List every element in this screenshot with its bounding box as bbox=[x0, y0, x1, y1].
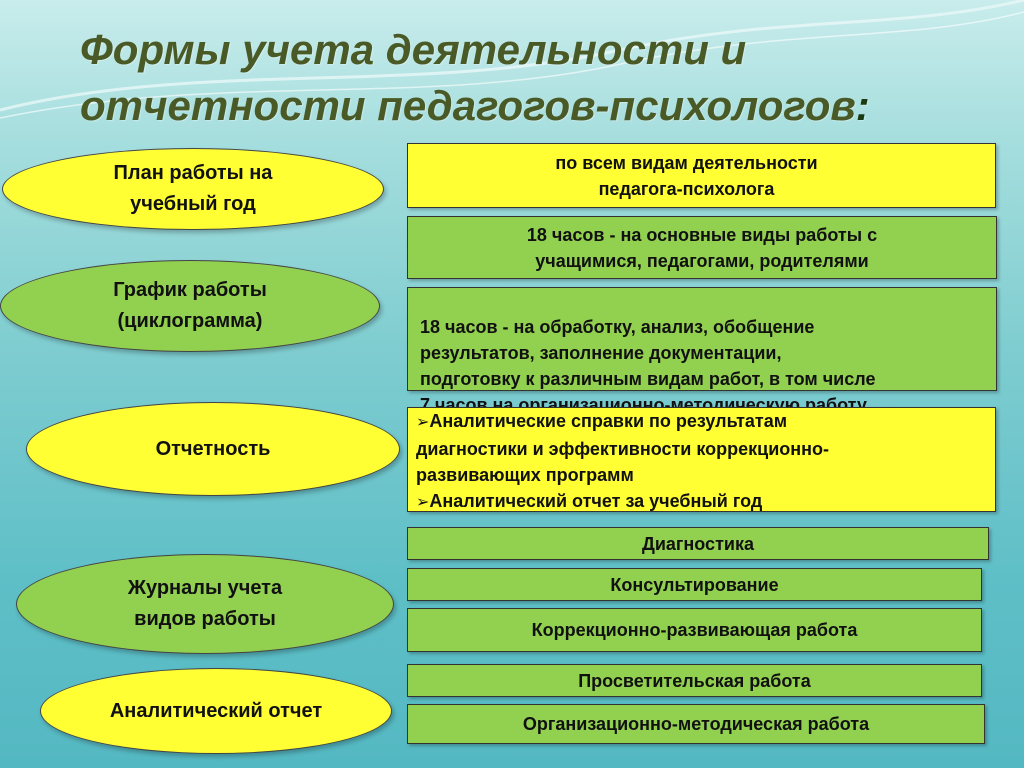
oval-analytical-report: Аналитический отчет bbox=[40, 668, 392, 754]
box-journal-correction-text: Коррекционно-развивающая работа bbox=[531, 620, 858, 640]
box-plan-description-text: по всем видам деятельности педагога-псих… bbox=[555, 152, 818, 199]
oval-plan-label: План работы на учебный год bbox=[113, 162, 273, 215]
box-reports: ➢Аналитические справки по результатам ди… bbox=[407, 407, 996, 512]
oval-reporting-label: Отчетность bbox=[155, 437, 271, 460]
oval-schedule-label: График работы (циклограмма) bbox=[113, 279, 267, 332]
box-journal-diagnostics: Диагностика bbox=[407, 527, 989, 560]
box-plan-description: по всем видам деятельности педагога-псих… bbox=[407, 143, 996, 208]
oval-analytical-report-label: Аналитический отчет bbox=[109, 699, 323, 722]
oval-reporting: Отчетность bbox=[26, 402, 400, 496]
box-hours-processing-text: 18 часов - на обработку, анализ, обобщен… bbox=[420, 317, 876, 415]
oval-schedule: График работы (циклограмма) bbox=[0, 260, 380, 352]
oval-journals-label: Журналы учета видов работы bbox=[127, 577, 283, 630]
box-journal-methodical-text: Организационно-методическая работа bbox=[522, 714, 870, 734]
list-item: ➢Аналитические справки по результатам ди… bbox=[416, 408, 995, 488]
reports-list: ➢Аналитические справки по результатам ди… bbox=[416, 408, 995, 516]
title-colon: : bbox=[855, 82, 870, 129]
arrow-bullet-icon: ➢ bbox=[416, 494, 430, 511]
list-item: ➢Аналитический отчет за учебный год bbox=[416, 488, 995, 516]
box-journal-correction: Коррекционно-развивающая работа bbox=[407, 608, 982, 652]
box-journal-diagnostics-text: Диагностика bbox=[642, 533, 754, 554]
report-bullet-1: Аналитические справки по результатам диа… bbox=[416, 411, 829, 485]
box-journal-consulting: Консультирование bbox=[407, 568, 982, 601]
title-line-1: Формы учета деятельности и bbox=[80, 26, 747, 73]
box-journal-methodical: Организационно-методическая работа bbox=[407, 704, 985, 744]
box-journal-consulting-text: Консультирование bbox=[610, 574, 779, 595]
report-bullet-2: Аналитический отчет за учебный год bbox=[429, 491, 763, 511]
arrow-bullet-icon: ➢ bbox=[416, 414, 430, 431]
box-journal-education-text: Просветительская работа bbox=[578, 670, 811, 691]
slide-title: Формы учета деятельности и отчетности пе… bbox=[80, 22, 980, 134]
box-hours-main-text: 18 часов - на основные виды работы с уча… bbox=[526, 224, 878, 271]
title-line-2: отчетности педагогов-психологов bbox=[80, 82, 856, 129]
box-hours-main: 18 часов - на основные виды работы с уча… bbox=[407, 216, 997, 279]
oval-plan: План работы на учебный год bbox=[2, 148, 384, 230]
box-journal-education: Просветительская работа bbox=[407, 664, 982, 697]
oval-journals: Журналы учета видов работы bbox=[16, 554, 394, 654]
box-hours-processing: 18 часов - на обработку, анализ, обобщен… bbox=[407, 287, 997, 415]
